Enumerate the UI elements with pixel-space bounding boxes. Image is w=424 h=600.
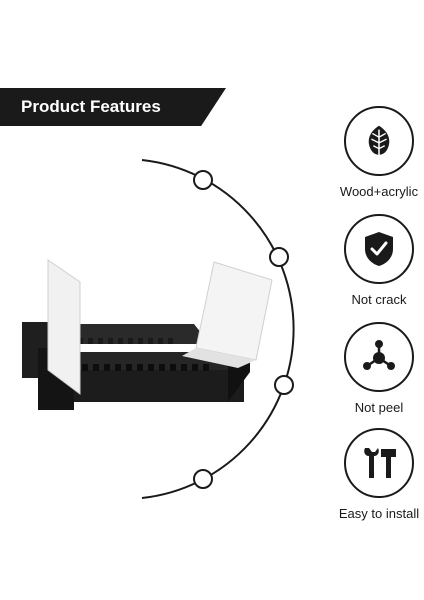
feature-not-peel: Not peel [336, 322, 422, 415]
feature-icon-circle [344, 322, 414, 392]
leaf-icon [368, 125, 390, 157]
feature-label: Not crack [351, 292, 407, 307]
shield-check-icon [365, 232, 393, 266]
record-stand-product-image [22, 259, 273, 410]
feature-icon-circle [344, 428, 414, 498]
arc-node-4 [193, 469, 213, 489]
feature-label: Not peel [354, 400, 404, 415]
arc-node-1 [193, 170, 213, 190]
feature-wood-acrylic: Wood+acrylic [336, 106, 422, 199]
feature-not-crack: Not crack [336, 214, 422, 307]
feature-label: Easy to install [338, 506, 420, 521]
product-features-banner: Product Features [0, 88, 226, 126]
banner-title: Product Features [21, 97, 161, 116]
feature-icon-circle [344, 106, 414, 176]
arc-node-3 [274, 375, 294, 395]
arc-node-2 [269, 247, 289, 267]
feature-easy-to-install: Easy to install [336, 428, 422, 521]
molecule-icon [363, 340, 395, 370]
tools-icon [364, 448, 396, 478]
feature-label: Wood+acrylic [339, 184, 419, 199]
feature-icon-circle [344, 214, 414, 284]
